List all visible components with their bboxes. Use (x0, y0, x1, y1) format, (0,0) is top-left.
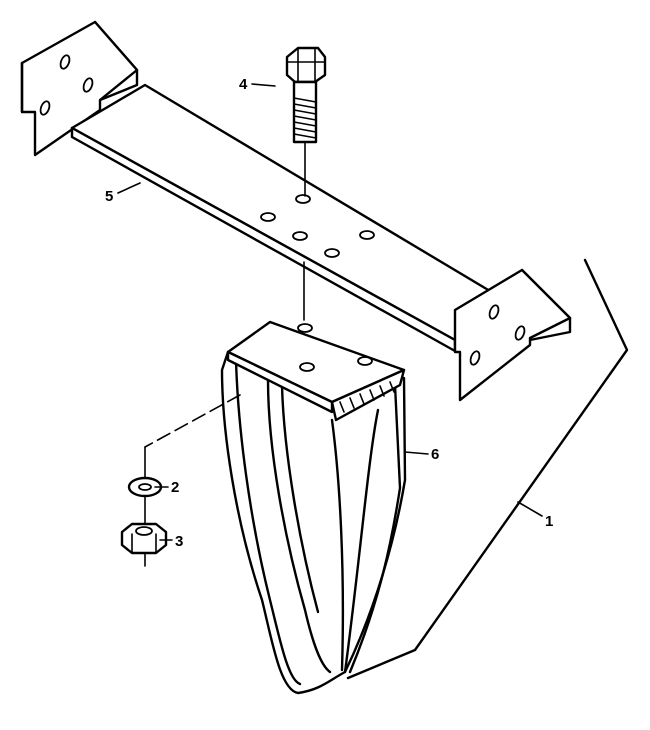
callout-1: 1 (545, 513, 553, 530)
assembly-brace (346, 258, 629, 680)
right-mounting-plate (453, 268, 572, 402)
callout-2: 2 (171, 479, 179, 496)
callout-4: 4 (239, 76, 248, 93)
callout-5: 5 (105, 188, 113, 205)
hex-bolt (285, 46, 327, 197)
callout-3: 3 (175, 533, 183, 550)
callout-6: 6 (431, 446, 439, 463)
hex-nut (120, 522, 168, 555)
left-mounting-plate (20, 20, 139, 157)
shank-bracket (220, 320, 407, 695)
cross-bar (70, 83, 507, 353)
callout-leaders (117, 83, 543, 541)
